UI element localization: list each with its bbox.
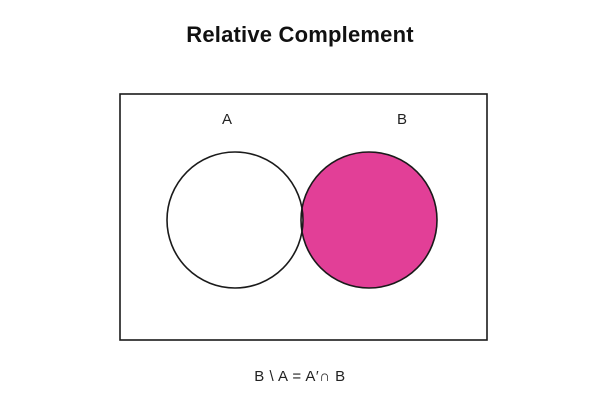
formula-text: B \ A = A′∩ B — [254, 368, 346, 385]
diagram-title: Relative Complement — [186, 22, 414, 47]
set-a-label: A — [222, 111, 232, 128]
set-a-circle — [166, 151, 304, 289]
set-b-fill — [301, 152, 437, 288]
set-b-label: B — [397, 111, 407, 128]
universal-set-box — [119, 93, 488, 341]
set-b-circle — [300, 151, 438, 289]
